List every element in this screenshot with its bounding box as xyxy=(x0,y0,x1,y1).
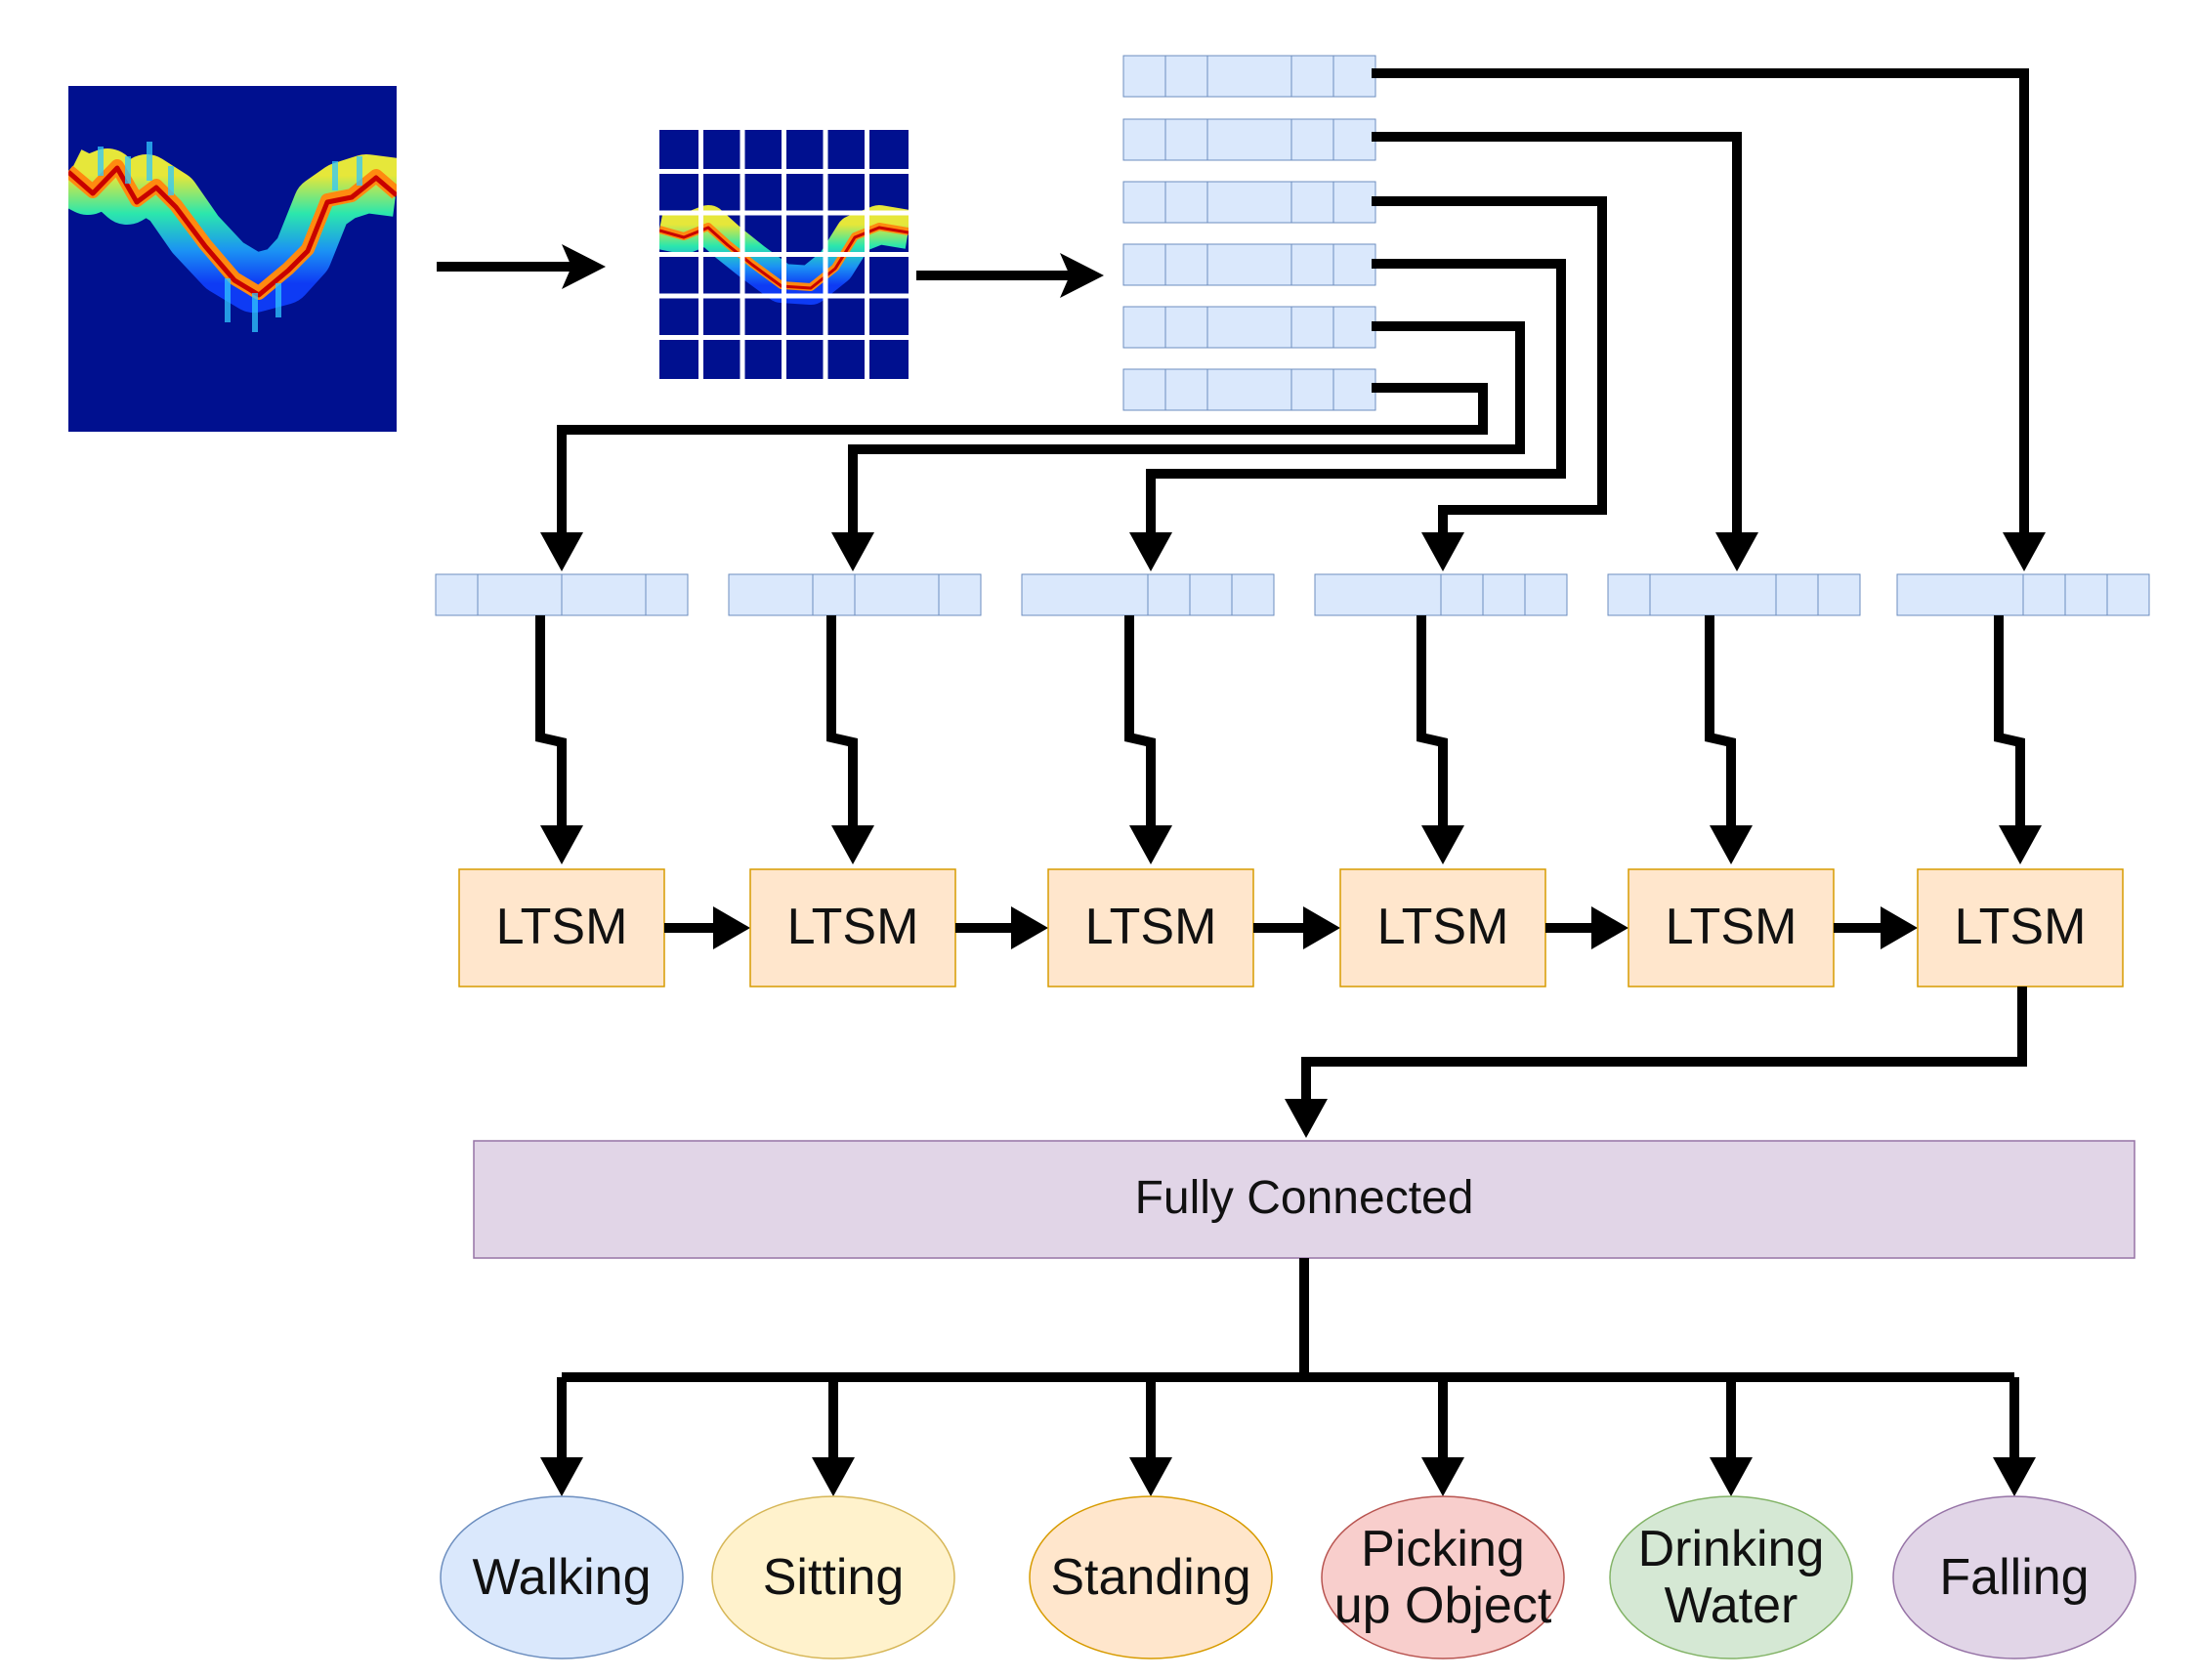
lstm-label: LTSM xyxy=(496,899,628,955)
token-arrow xyxy=(535,615,567,830)
arrow-to-vectors xyxy=(916,253,1104,298)
output-arrowhead xyxy=(1710,1457,1753,1496)
token-arrow xyxy=(1417,615,1448,830)
output-class: Walking xyxy=(440,1495,684,1659)
output-label: up Object xyxy=(1334,1577,1552,1634)
patch-vector xyxy=(1122,118,1376,161)
lstm-label: LTSM xyxy=(1085,899,1217,955)
lstm-cell: LTSM xyxy=(1339,868,1546,987)
token-arrow xyxy=(1124,615,1156,830)
token-vector xyxy=(728,573,982,616)
routing-arrowhead xyxy=(2003,532,2046,571)
output-label: Drinking xyxy=(1638,1521,1825,1577)
fully-connected-label: Fully Connected xyxy=(1135,1172,1474,1224)
token-arrow xyxy=(1994,615,2025,830)
output-arrowhead xyxy=(812,1457,855,1496)
token-vector xyxy=(1314,573,1568,616)
patch-vector xyxy=(1122,368,1376,411)
routing-line xyxy=(1146,259,1566,535)
patch-vector xyxy=(1122,55,1376,98)
routing-arrowhead xyxy=(1715,532,1758,571)
output-label: Walking xyxy=(472,1549,651,1606)
lstm-cell: LTSM xyxy=(749,868,956,987)
lstm-link-arrowhead xyxy=(1011,906,1048,949)
arrow-to-patches xyxy=(437,244,606,289)
patch-vector xyxy=(1122,181,1376,224)
token-vector xyxy=(1607,573,1861,616)
fully-connected-layer: Fully Connected xyxy=(473,1140,2136,1259)
lstm-link-arrowhead xyxy=(1881,906,1918,949)
token-arrowhead xyxy=(1421,825,1464,864)
lstm-to-fc-arrow xyxy=(1285,987,2027,1138)
lstm-chain: LTSM LTSM LTSM LTSM LTSM LTSM xyxy=(458,868,2124,987)
lstm-cell: LTSM xyxy=(1917,868,2124,987)
routing-line xyxy=(1372,196,1607,535)
output-arrowhead xyxy=(1993,1457,2036,1496)
lstm-label: LTSM xyxy=(787,899,919,955)
output-label: Sitting xyxy=(763,1549,905,1606)
routing-arrowhead xyxy=(540,532,583,571)
token-vector xyxy=(435,573,689,616)
token-to-lstm-arrows xyxy=(535,615,2025,830)
patch-grid xyxy=(659,130,909,379)
lstm-label: LTSM xyxy=(1666,899,1797,955)
token-vector xyxy=(1021,573,1275,616)
output-class: Standing xyxy=(1029,1495,1273,1659)
lstm-label: LTSM xyxy=(1377,899,1509,955)
token-vector xyxy=(1896,573,2150,616)
routing-line xyxy=(557,383,1488,535)
routing-connectors xyxy=(557,68,2029,535)
token-arrowhead xyxy=(540,825,583,864)
lstm-cell: LTSM xyxy=(1047,868,1254,987)
patch-vector xyxy=(1122,306,1376,349)
token-arrowhead xyxy=(1999,825,2042,864)
lstm-cell: LTSM xyxy=(458,868,665,987)
output-arrowhead xyxy=(1421,1457,1464,1496)
output-label: Standing xyxy=(1050,1549,1250,1606)
token-arrow xyxy=(1705,615,1736,830)
routing-line xyxy=(848,321,1525,535)
output-arrowhead xyxy=(540,1457,583,1496)
token-arrowhead xyxy=(1710,825,1753,864)
token-arrowhead xyxy=(831,825,874,864)
output-arrowhead xyxy=(1129,1457,1172,1496)
token-vectors-row xyxy=(435,573,2150,616)
token-arrowhead xyxy=(1129,825,1172,864)
token-arrow xyxy=(826,615,858,830)
routing-arrowhead xyxy=(1129,532,1172,571)
input-spectrogram xyxy=(68,86,397,432)
output-class: Sitting xyxy=(711,1495,955,1659)
routing-line xyxy=(1372,68,2029,535)
output-fanout xyxy=(540,1258,2036,1496)
lstm-label: LTSM xyxy=(1955,899,2087,955)
output-class: Falling xyxy=(1892,1495,2136,1659)
lstm-link-arrowhead xyxy=(1591,906,1628,949)
lstm-link-arrowhead xyxy=(1303,906,1340,949)
output-label: Picking xyxy=(1361,1521,1525,1577)
patch-vector xyxy=(1122,243,1376,286)
routing-arrowhead xyxy=(1421,532,1464,571)
output-label: Water xyxy=(1665,1577,1798,1634)
routing-arrowhead xyxy=(831,532,874,571)
lstm-cell: LTSM xyxy=(1628,868,1835,987)
lstm-link-arrowhead xyxy=(713,906,750,949)
flattened-patch-vectors xyxy=(1122,55,1376,411)
output-label: Falling xyxy=(1939,1549,2089,1606)
routing-line xyxy=(1372,132,1742,535)
